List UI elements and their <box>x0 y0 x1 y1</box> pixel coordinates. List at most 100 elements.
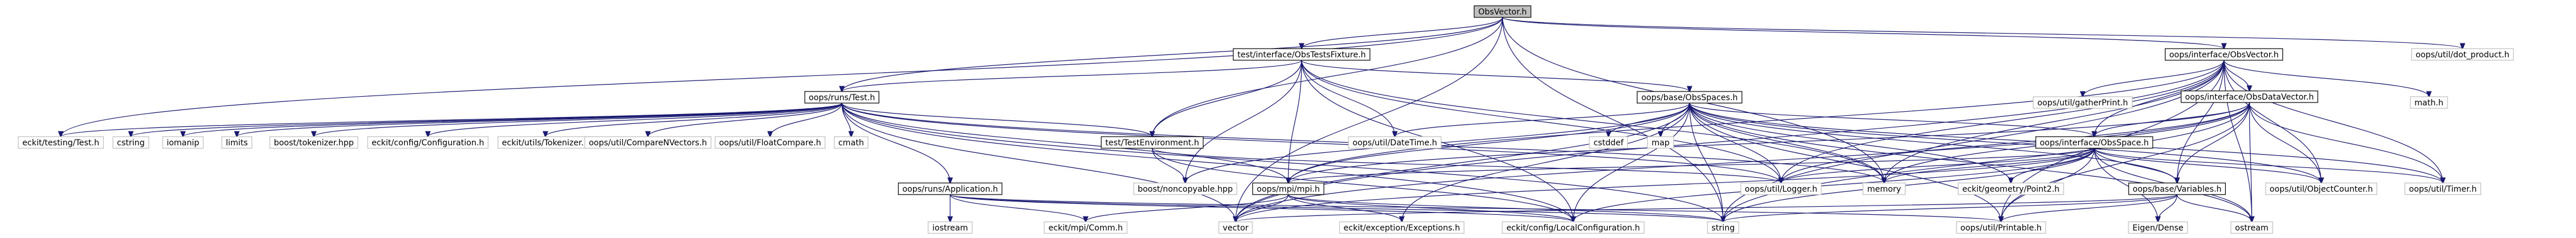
node-datetime[interactable]: oops/util/DateTime.h <box>1348 136 1442 149</box>
node-box <box>1043 221 1128 234</box>
edge-iface-obsdatavector-to-vector <box>1236 102 2250 222</box>
edge-runs-test-to-cstring <box>131 102 842 137</box>
node-label: eckit/utils/Tokenizer.h <box>502 138 589 148</box>
node-label: oops/runs/Application.h <box>902 185 998 194</box>
node-box <box>2404 182 2482 195</box>
node-boost-tokenizer[interactable]: boost/tokenizer.hpp <box>269 136 358 149</box>
node-printable[interactable]: oops/util/Printable.h <box>1956 221 2046 234</box>
edge-runs-test-to-floatcompare <box>770 102 842 137</box>
edge-base-obsspaces-to-objectcounter <box>1689 102 2321 183</box>
node-floatcompare[interactable]: oops/util/FloatCompare.h <box>714 136 826 149</box>
node-eckit-config[interactable]: eckit/config/Configuration.h <box>367 136 489 149</box>
node-box <box>269 136 358 149</box>
node-logger[interactable]: oops/util/Logger.h <box>1740 182 1822 195</box>
node-tests-fixture[interactable]: test/interface/ObsTestsFixture.h <box>1233 48 1371 61</box>
node-cstddef[interactable]: cstddef <box>1589 136 1628 149</box>
edge-iface-obsspace-to-logger <box>1781 148 2095 183</box>
edge-iface-obsspace-to-base-variables <box>2094 148 2177 183</box>
node-iostream[interactable]: iostream <box>928 221 973 234</box>
node-box <box>1218 221 1253 234</box>
node-box <box>112 136 149 149</box>
node-local-config[interactable]: eckit/config/LocalConfiguration.h <box>1501 221 1645 234</box>
node-box <box>162 136 204 149</box>
node-label: ostream <box>2235 224 2269 233</box>
node-memory[interactable]: memory <box>1862 182 1906 195</box>
node-label: test/interface/ObsTestsFixture.h <box>1237 50 1366 60</box>
node-box <box>1958 182 2064 195</box>
node-eckit-tokenizer[interactable]: eckit/utils/Tokenizer.h <box>497 136 593 149</box>
node-base-obsspaces[interactable]: oops/base/ObsSpaces.h <box>1636 91 1743 104</box>
node-dot-product[interactable]: oops/util/dot_product.h <box>2411 48 2514 61</box>
node-label: memory <box>1867 185 1901 194</box>
node-label: oops/util/CompareNVectors.h <box>589 138 707 148</box>
node-gatherprint[interactable]: oops/util/gatherPrint.h <box>2032 96 2133 109</box>
node-box <box>2230 221 2273 234</box>
node-cmath[interactable]: cmath <box>834 136 869 149</box>
node-box <box>2410 96 2448 109</box>
node-eigen[interactable]: Eigen/Dense <box>2128 221 2188 234</box>
node-runs-application[interactable]: oops/runs/Application.h <box>897 182 1003 195</box>
node-label: iostream <box>932 224 968 233</box>
edge-runs-test-to-local-config <box>841 102 1573 222</box>
node-label: oops/util/Printable.h <box>1961 224 2042 233</box>
node-vector[interactable]: vector <box>1218 221 1253 234</box>
edge-base-obsspaces-to-memory <box>1689 102 1884 183</box>
node-objectcounter[interactable]: oops/util/ObjectCounter.h <box>2265 182 2377 195</box>
node-ostream[interactable]: ostream <box>2230 221 2273 234</box>
node-base-variables[interactable]: oops/base/Variables.h <box>2128 182 2226 195</box>
node-box <box>2181 90 2318 103</box>
node-label: map <box>1651 138 1669 148</box>
node-label: cstddef <box>1593 138 1624 148</box>
node-box <box>1707 221 1739 234</box>
node-label: cstring <box>117 138 145 148</box>
node-box <box>1474 5 1531 18</box>
node-root[interactable]: ObsVector.h <box>1474 5 1531 18</box>
edge-iface-obsvector-to-base-variables <box>2177 60 2225 183</box>
node-point2[interactable]: eckit/geometry/Point2.h <box>1958 182 2064 195</box>
edge-base-variables-to-eigen <box>2158 194 2178 222</box>
node-limits[interactable]: limits <box>221 136 252 149</box>
node-string[interactable]: string <box>1707 221 1739 234</box>
node-label: eckit/mpi/Comm.h <box>1049 224 1123 233</box>
edge-test-environment-to-local-config <box>1152 148 1573 222</box>
node-box <box>1647 136 1674 149</box>
node-timer[interactable]: oops/util/Timer.h <box>2404 182 2482 195</box>
node-test-environment[interactable]: test/TestEnvironment.h <box>1101 136 1204 149</box>
node-iface-obsdatavector[interactable]: oops/interface/ObsDataVector.h <box>2181 90 2318 103</box>
node-map[interactable]: map <box>1647 136 1674 149</box>
node-iface-obsvector[interactable]: oops/interface/ObsVector.h <box>2164 48 2284 61</box>
node-box <box>1252 182 1325 195</box>
edge-iface-obsdatavector-to-objectcounter <box>2249 102 2321 183</box>
edge-iface-obsvector-to-iface-obsdatavector <box>2223 60 2249 91</box>
node-cstring[interactable]: cstring <box>112 136 149 149</box>
node-box <box>584 136 712 149</box>
node-label: iomanip <box>167 138 199 148</box>
node-label: oops/interface/ObsVector.h <box>2169 50 2278 60</box>
node-label: oops/util/FloatCompare.h <box>719 138 821 148</box>
node-box <box>834 136 869 149</box>
node-mpi-h[interactable]: oops/mpi/mpi.h <box>1252 182 1325 195</box>
edge-iface-obsvector-to-ostream <box>2223 60 2252 222</box>
node-label: ObsVector.h <box>1478 8 1527 17</box>
edge-iface-obsspace-to-memory <box>1884 148 2095 183</box>
edge-root-to-vector <box>1236 17 1503 222</box>
edge-runs-test-to-string <box>841 102 1723 222</box>
node-box <box>1133 182 1237 195</box>
edge-iface-obsspace-to-mpi-h <box>1288 148 2095 183</box>
node-label: oops/util/Logger.h <box>1745 185 1817 194</box>
node-eckit-testing[interactable]: eckit/testing/Test.h <box>17 136 104 149</box>
node-eckit-comm[interactable]: eckit/mpi/Comm.h <box>1043 221 1128 234</box>
node-label: eckit/testing/Test.h <box>23 138 100 148</box>
node-math[interactable]: math.h <box>2410 96 2448 109</box>
node-iface-obsspace[interactable]: oops/interface/ObsSpace.h <box>2035 136 2153 149</box>
node-comparenvectors[interactable]: oops/util/CompareNVectors.h <box>584 136 712 149</box>
edge-root-to-tests-fixture <box>1302 17 1503 49</box>
node-runs-test[interactable]: oops/runs/Test.h <box>804 91 880 104</box>
node-eckit-exceptions[interactable]: eckit/exception/Exceptions.h <box>1339 221 1465 234</box>
edge-runs-application-to-string <box>950 194 1723 222</box>
edge-tests-fixture-to-base-obsspaces <box>1301 60 1690 91</box>
edge-iface-obsvector-to-objectcounter <box>2223 60 2321 183</box>
node-iomanip[interactable]: iomanip <box>162 136 204 149</box>
node-boost-noncopyable[interactable]: boost/noncopyable.hpp <box>1133 182 1237 195</box>
